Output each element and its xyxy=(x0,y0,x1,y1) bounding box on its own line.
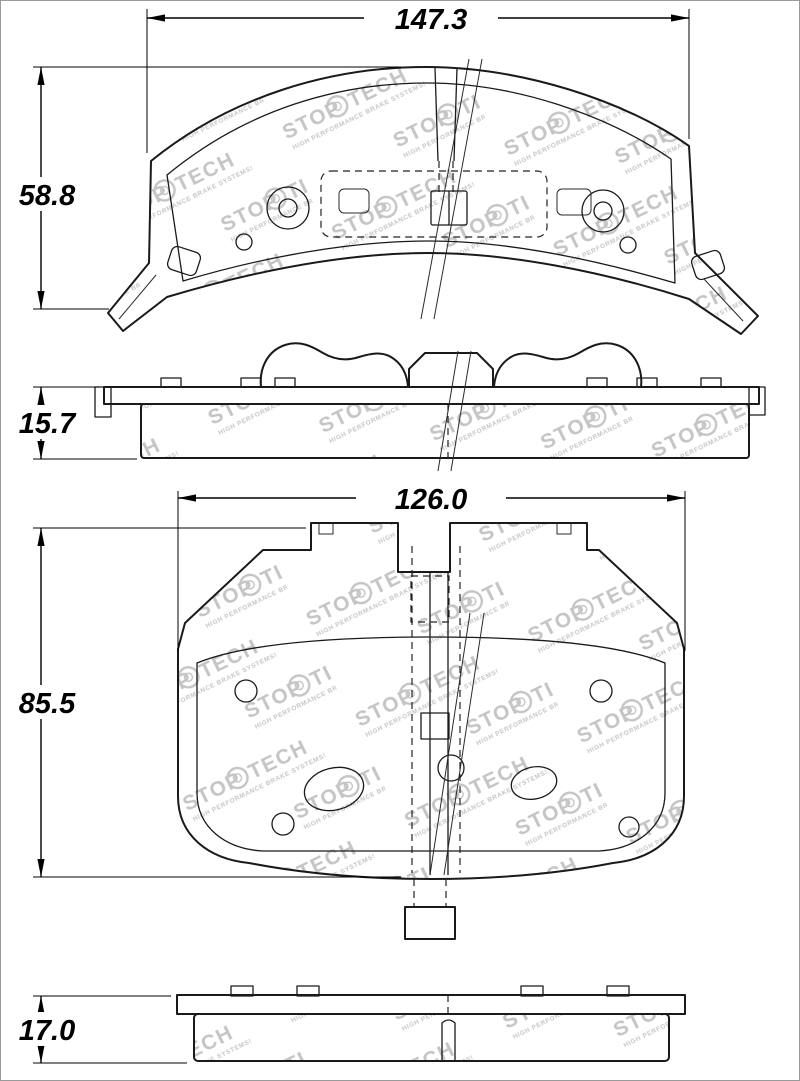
pad1-side-view xyxy=(94,342,766,472)
pad2-bottom-tab xyxy=(404,879,456,940)
pad1-internal-details xyxy=(118,58,744,322)
dimension-pad1-thickness: 15.7 xyxy=(9,386,137,460)
pad2-backing-plate xyxy=(176,994,686,1015)
pad2-side-view xyxy=(176,985,686,1062)
dimension-label-pad2-width: 126.0 xyxy=(395,484,468,516)
dimension-label-pad1-thickness: 15.7 xyxy=(19,408,77,440)
dimension-label-pad2-height: 85.5 xyxy=(19,688,76,720)
pad1-backing-plate xyxy=(103,386,760,405)
dimension-label-pad2-thickness: 17.0 xyxy=(19,1015,75,1047)
pad2-friction-outline xyxy=(196,636,666,852)
pad1-plate-tabs xyxy=(160,377,722,388)
dimension-pad2-height: 85.5 xyxy=(9,527,401,878)
pad1-watermark-fill xyxy=(108,67,758,334)
pad1-front-view xyxy=(107,58,759,335)
pad1-friction-outline xyxy=(166,82,676,284)
dimension-label-pad1-height: 58.8 xyxy=(19,180,76,212)
pad1-right-hook xyxy=(748,386,766,416)
dimension-label-pad1-width: 147.3 xyxy=(395,4,468,36)
pad2-center-notch xyxy=(441,1019,456,1061)
pad1-outline xyxy=(107,66,759,335)
pad2-internal-details xyxy=(196,522,666,876)
pad2-outline xyxy=(177,522,685,880)
pad1-left-hook xyxy=(94,386,112,418)
pad2-front-view xyxy=(177,522,685,940)
dimension-pad2-width: 126.0 xyxy=(177,483,686,651)
pad2-friction-strip-watermark xyxy=(194,1014,669,1061)
dimension-pad1-width: 147.3 xyxy=(146,3,690,153)
dimension-pad2-thickness: 17.0 xyxy=(9,995,187,1064)
pad2-watermark-fill xyxy=(178,523,684,879)
pad1-shim-clips xyxy=(259,342,643,388)
dimension-pad1-height: 58.8 xyxy=(9,66,401,310)
